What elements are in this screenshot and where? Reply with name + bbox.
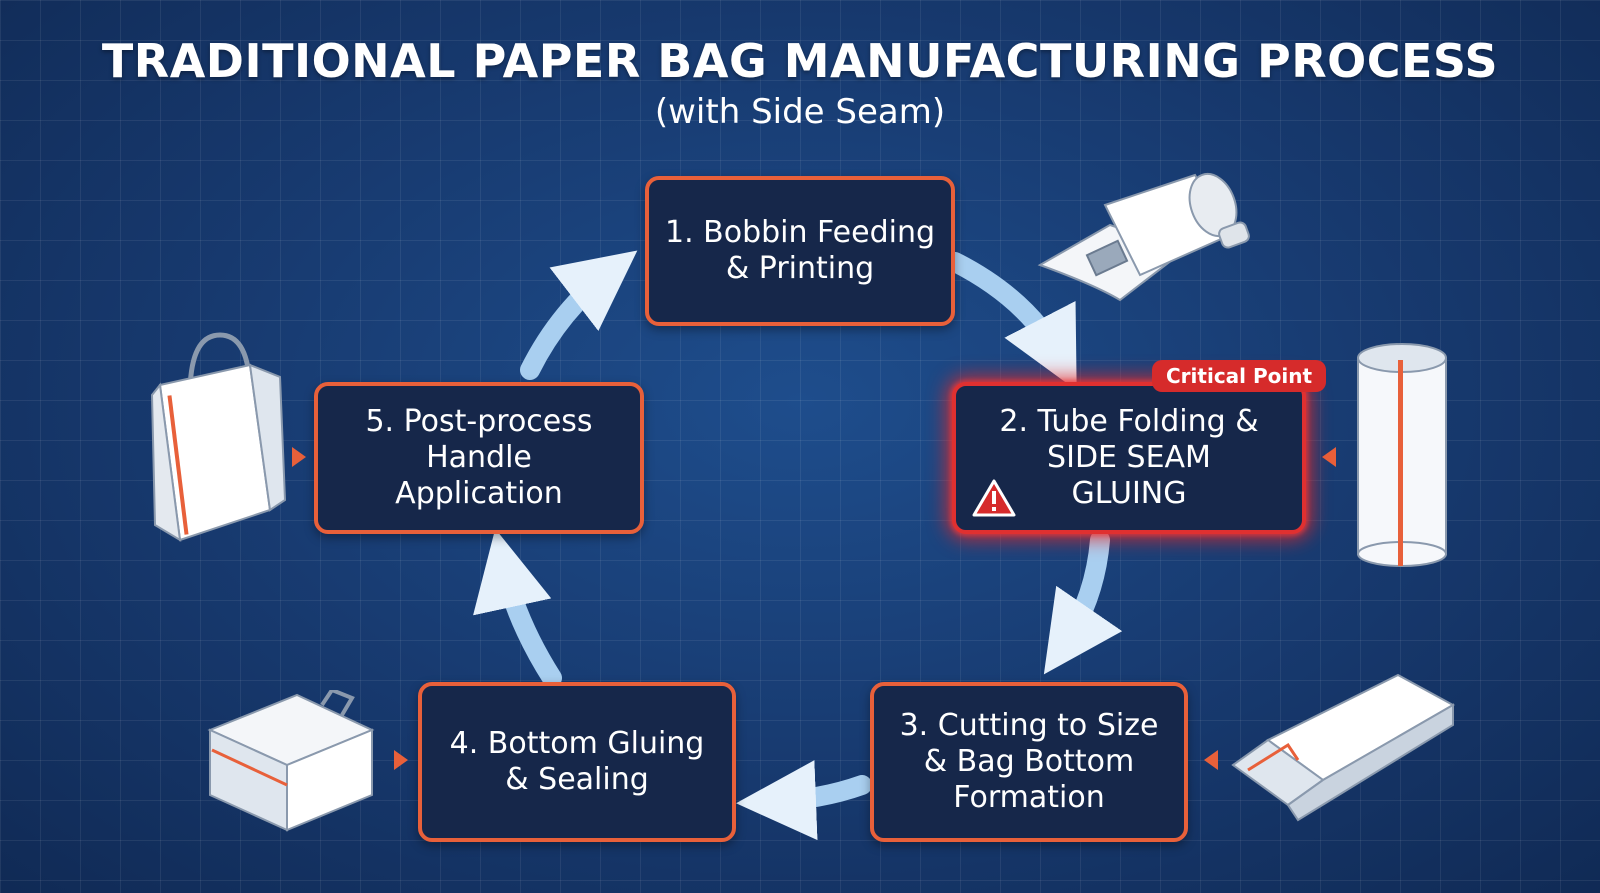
step-1-box: 1. Bobbin Feeding & Printing (645, 176, 955, 326)
step-4-box: 4. Bottom Gluing & Sealing (418, 682, 736, 842)
pointer-step-2 (1322, 447, 1336, 467)
arrow-1-to-2 (945, 252, 1077, 391)
handle-bag-icon (150, 332, 287, 542)
paper-tube-icon (1357, 343, 1447, 567)
step-2-box: 2. Tube Folding & SIDE SEAM GLUING (952, 382, 1306, 534)
step-5-label: 5. Post-process Handle Application (365, 404, 593, 511)
diagram-subtitle: (with Side Seam) (654, 92, 946, 132)
sealed-bag-icon (207, 690, 375, 832)
step-3-box: 3. Cutting to Size & Bag Bottom Formatio… (870, 682, 1188, 842)
critical-point-badge: Critical Point (1152, 360, 1327, 392)
step-3-label: 3. Cutting to Size & Bag Bottom Formatio… (899, 708, 1159, 815)
arrow-4-to-5 (473, 528, 562, 688)
flat-bag-bottom-icon (1231, 673, 1456, 822)
pointer-step-4 (394, 750, 408, 770)
diagram-title: TRADITIONAL PAPER BAG MANUFACTURING PROC… (101, 34, 1499, 88)
step-4-label: 4. Bottom Gluing & Sealing (449, 726, 705, 797)
warning-icon (972, 479, 1016, 517)
arrow-5-to-1 (520, 250, 638, 380)
step-5-box: 5. Post-process Handle Application (314, 382, 644, 534)
arrow-2-to-3 (1043, 530, 1123, 675)
pointer-step-3 (1204, 750, 1218, 770)
step-1-label: 1. Bobbin Feeding & Printing (664, 215, 936, 286)
step-2-label: 2. Tube Folding & SIDE SEAM GLUING (999, 404, 1259, 511)
arrow-3-to-4 (736, 760, 872, 841)
pointer-step-5 (292, 447, 306, 467)
paper-roll-printing-icon (1037, 173, 1250, 302)
